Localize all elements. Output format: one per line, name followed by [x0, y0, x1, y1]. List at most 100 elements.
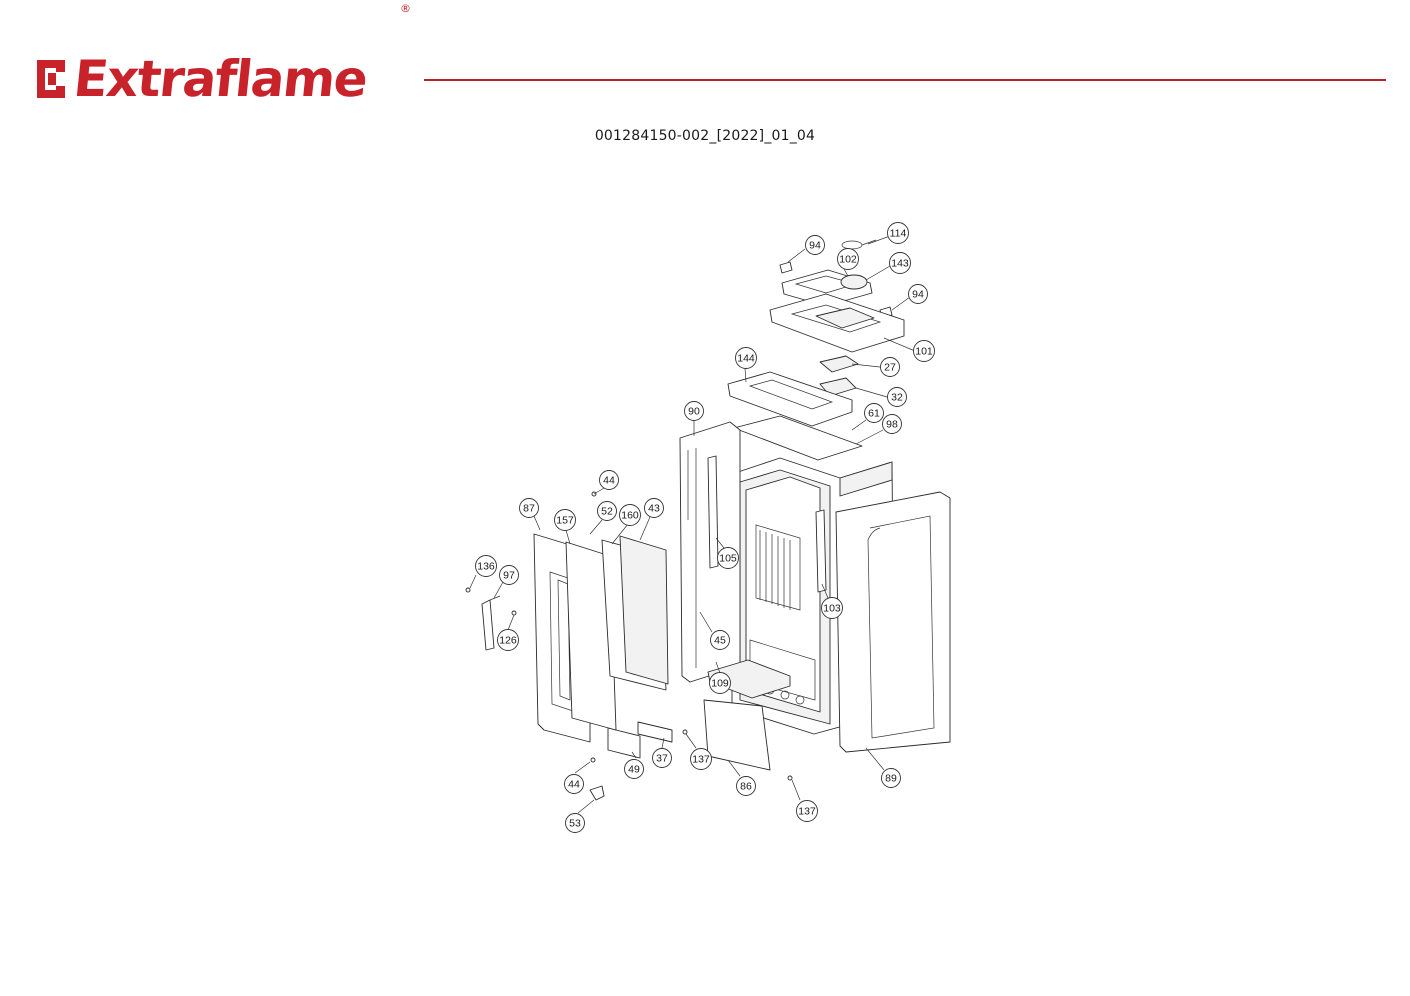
callout-137: 137 [796, 800, 818, 822]
callout-label: 101 [915, 346, 933, 358]
callout-circle [887, 387, 907, 407]
callout-89: 89 [881, 768, 901, 788]
callout-label: 61 [868, 408, 880, 420]
rear-column-left [707, 455, 719, 569]
callout-circle [597, 501, 617, 521]
callout-circle [564, 774, 584, 794]
callout-94: 94 [908, 284, 928, 304]
callout-circle [644, 498, 664, 518]
callout-circle [624, 759, 644, 779]
top-gasket [733, 415, 863, 461]
callout-circle [889, 252, 911, 274]
callout-label: 37 [656, 753, 668, 765]
callout-98: 98 [882, 414, 902, 434]
callout-101: 101 [913, 340, 935, 362]
callout-label: 105 [719, 553, 737, 565]
callout-circle [881, 768, 901, 788]
callout-32: 32 [887, 387, 907, 407]
callout-circle [805, 235, 825, 255]
callout-label: 126 [499, 635, 517, 647]
screw-136 [465, 587, 471, 593]
callout-circle [887, 222, 909, 244]
callout-label: 97 [503, 570, 515, 582]
callout-label: 86 [740, 781, 752, 793]
callout-label: 32 [891, 392, 903, 404]
callout-52: 52 [597, 501, 617, 521]
callout-157: 157 [554, 509, 576, 531]
callout-label: 136 [477, 561, 495, 573]
door-handle [481, 595, 501, 651]
callout-label: 89 [885, 773, 897, 785]
callout-circle [652, 748, 672, 768]
callout-49: 49 [624, 759, 644, 779]
door-gasket [565, 541, 617, 731]
control-board [819, 355, 859, 373]
callout-label: 103 [823, 603, 841, 615]
lower-panel-plate [607, 727, 641, 759]
callout-137: 137 [690, 748, 712, 770]
callout-37: 37 [652, 748, 672, 768]
hinge-clip [589, 785, 605, 801]
door-glass [619, 535, 669, 685]
leader-lines [469, 235, 916, 814]
callout-circle [519, 498, 539, 518]
registered-mark: ® [400, 2, 411, 15]
callout-105: 105 [717, 547, 739, 569]
callout-90: 90 [684, 401, 704, 421]
screw-137a [682, 729, 688, 735]
callout-61: 61 [864, 403, 884, 423]
callout-label: 144 [737, 353, 755, 365]
callout-label: 53 [569, 818, 581, 830]
callout-circle [821, 597, 843, 619]
callout-circle [913, 340, 935, 362]
callout-53: 53 [565, 813, 585, 833]
callout-label: 160 [621, 510, 639, 522]
callout-label: 137 [798, 806, 816, 818]
screw-44b [590, 757, 596, 763]
callout-87: 87 [519, 498, 539, 518]
callout-label: 102 [839, 254, 857, 266]
callout-44: 44 [599, 470, 619, 490]
callout-94: 94 [805, 235, 825, 255]
callout-circle [554, 509, 576, 531]
callout-144: 144 [735, 347, 757, 369]
callout-126: 126 [497, 629, 519, 651]
callout-circle [475, 555, 497, 577]
callout-circle [735, 347, 757, 369]
callout-102: 102 [837, 248, 859, 270]
callout-109: 109 [709, 672, 731, 694]
right-side-panel [835, 491, 951, 753]
callout-label: 45 [714, 635, 726, 647]
lower-panel-frame [637, 721, 673, 743]
callout-circle [882, 414, 902, 434]
header-rule [424, 79, 1386, 81]
callout-circle [796, 800, 818, 822]
callout-label: 137 [692, 754, 710, 766]
callout-label: 90 [688, 406, 700, 418]
callout-43: 43 [644, 498, 664, 518]
document-code: 001284150-002_[2022]_01_04 [594, 128, 816, 144]
callout-label: 44 [568, 779, 580, 791]
hose-clamp [841, 239, 877, 250]
callout-circle [599, 470, 619, 490]
callout-circle [837, 248, 859, 270]
top-panel-large [769, 293, 905, 353]
screw-137b [787, 775, 793, 781]
callout-circle [710, 630, 730, 650]
top-cover-cap [840, 274, 868, 290]
callout-label: 44 [603, 475, 615, 487]
callout-circle [684, 401, 704, 421]
callout-label: 109 [711, 678, 729, 690]
callout-label: 87 [523, 503, 535, 515]
callout-circle [880, 357, 900, 377]
top-bracket-left [779, 261, 793, 274]
callout-27: 27 [880, 357, 900, 377]
brand-logo: Extraflame [34, 50, 369, 108]
callout-label: 43 [648, 503, 660, 515]
callout-circle [565, 813, 585, 833]
callout-circle [864, 403, 884, 423]
callout-label: 143 [891, 258, 909, 270]
callout-label: 114 [890, 228, 907, 240]
